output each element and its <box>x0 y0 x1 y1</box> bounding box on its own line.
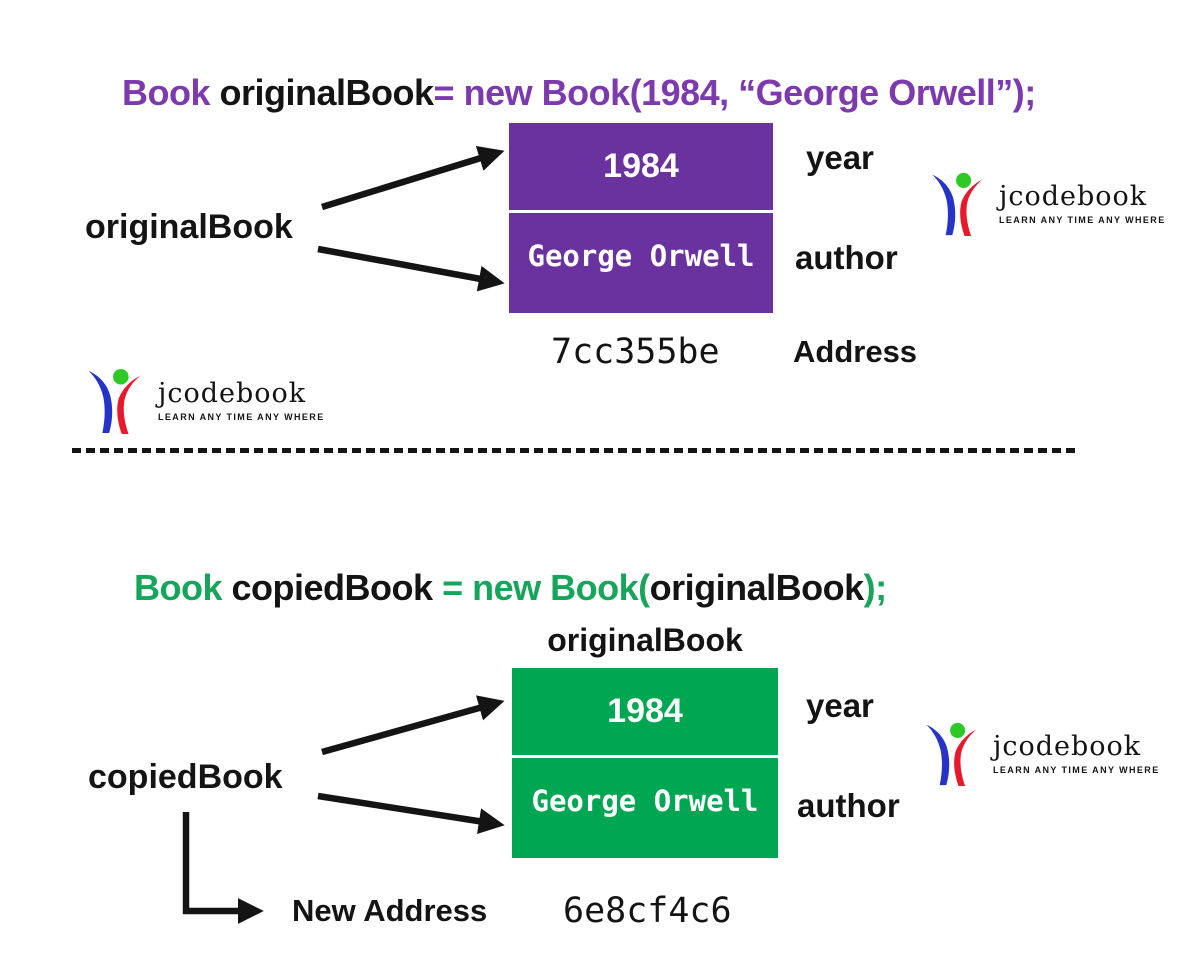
jcodebook-logo: jcodebook LEARN ANY TIME ANY WHERE <box>928 171 1166 237</box>
code-constructor-close: ); <box>863 567 887 608</box>
copied-box-title: originalBook <box>547 622 743 658</box>
year-field-label: year <box>806 687 874 724</box>
jcodebook-wordmark: jcodebook <box>993 731 1142 762</box>
jcodebook-tagline: LEARN ANY TIME ANY WHERE <box>993 765 1160 775</box>
jcodebook-tagline: LEARN ANY TIME ANY WHERE <box>999 215 1166 225</box>
new-address-label: New Address <box>292 893 488 928</box>
author-value: George Orwell <box>527 238 755 273</box>
code-constructor-call: = new Book(1984, “George Orwell”); <box>433 72 1037 113</box>
address-label: Address <box>793 334 918 369</box>
code-constructor-open: = new Book( <box>442 567 650 608</box>
code-var-originalbook: originalBook <box>219 72 435 113</box>
original-address-value: 7cc355be <box>551 332 720 372</box>
code-line-copied: Book copiedBook = new Book(originalBook)… <box>96 522 887 654</box>
arrow-copiedbook-to-new-address <box>182 812 264 924</box>
year-value: 1984 <box>603 146 679 185</box>
section-divider <box>72 448 1080 453</box>
code-line-original: Book originalBook= new Book(1984, “Georg… <box>84 27 1036 159</box>
year-cell: 1984 <box>512 668 778 755</box>
year-value: 1984 <box>607 691 683 730</box>
code-keyword-book: Book <box>122 72 220 113</box>
copied-address-value: 6e8cf4c6 <box>563 891 732 931</box>
box-divider <box>512 754 778 758</box>
jcodebook-logo-text: jcodebook LEARN ANY TIME ANY WHERE <box>993 733 1160 775</box>
original-book-object-box: 1984 George Orwell <box>509 123 773 313</box>
jcodebook-wordmark: jcodebook <box>999 181 1148 212</box>
jcodebook-logo-text: jcodebook LEARN ANY TIME ANY WHERE <box>999 183 1166 225</box>
author-field-label: author <box>795 239 898 276</box>
copiedbook-reference-label: copiedBook <box>88 758 283 796</box>
jcodebook-wordmark: jcodebook <box>158 378 307 409</box>
box-divider <box>509 209 773 213</box>
arrow-copiedbook-to-author <box>317 792 505 835</box>
jcodebook-tagline: LEARN ANY TIME ANY WHERE <box>158 412 325 422</box>
code-var-copiedbook: copiedBook <box>231 567 443 608</box>
author-cell: George Orwell <box>512 758 778 859</box>
year-cell: 1984 <box>509 123 773 210</box>
copied-book-object-box: 1984 George Orwell <box>512 668 778 858</box>
jcodebook-figure-icon <box>926 722 977 787</box>
author-value: George Orwell <box>531 783 759 818</box>
code-keyword-book: Book <box>134 567 232 608</box>
author-cell: George Orwell <box>509 213 773 314</box>
year-field-label: year <box>806 139 874 176</box>
jcodebook-logo: jcodebook LEARN ANY TIME ANY WHERE <box>83 367 325 435</box>
arrow-originalbook-to-year <box>321 145 505 211</box>
originalbook-reference-label: originalBook <box>85 208 293 246</box>
jcodebook-logo-text: jcodebook LEARN ANY TIME ANY WHERE <box>158 380 325 422</box>
code-arg-originalbook: originalBook <box>649 567 865 608</box>
arrow-originalbook-to-author <box>317 245 505 292</box>
arrow-copiedbook-to-year <box>321 695 505 756</box>
author-field-label: author <box>797 787 900 824</box>
jcodebook-logo: jcodebook LEARN ANY TIME ANY WHERE <box>922 721 1160 787</box>
jcodebook-figure-icon <box>88 368 141 435</box>
jcodebook-figure-icon <box>932 172 983 237</box>
